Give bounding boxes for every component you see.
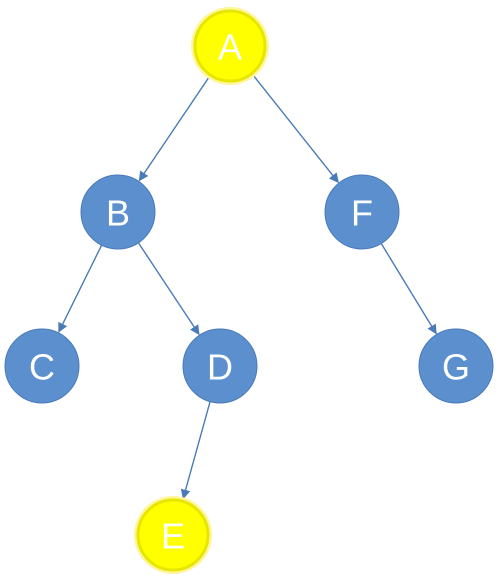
edge-b-d [137, 242, 200, 336]
tree-node-d: D [182, 328, 258, 404]
edge-a-b [138, 76, 210, 182]
tree-node-f: F [324, 174, 400, 250]
node-circle-c [4, 328, 80, 404]
edge-a-f [252, 74, 339, 184]
node-label-g: G [442, 347, 470, 388]
node-circle-a [193, 9, 267, 83]
node-label-d: D [207, 347, 233, 388]
node-label-f: F [351, 193, 373, 234]
node-circle-e [136, 498, 210, 572]
tree-node-a: A [191, 7, 269, 85]
tree-node-e: E [134, 496, 212, 574]
node-circle-f [324, 174, 400, 250]
tree-node-g: G [418, 328, 494, 404]
edge-b-c [58, 244, 103, 333]
node-circle-d [182, 328, 258, 404]
tree-node-b: B [80, 174, 156, 250]
node-label-b: B [106, 193, 130, 234]
node-label-e: E [161, 516, 185, 557]
edge-d-e [180, 401, 211, 500]
node-circle-b [80, 174, 156, 250]
nodes-layer: A B F C D G E [4, 7, 494, 574]
node-label-c: C [29, 347, 55, 388]
edges-layer [58, 74, 437, 500]
node-label-a: A [218, 27, 242, 68]
tree-node-c: C [4, 328, 80, 404]
node-circle-g [418, 328, 494, 404]
edge-f-g [380, 243, 437, 335]
